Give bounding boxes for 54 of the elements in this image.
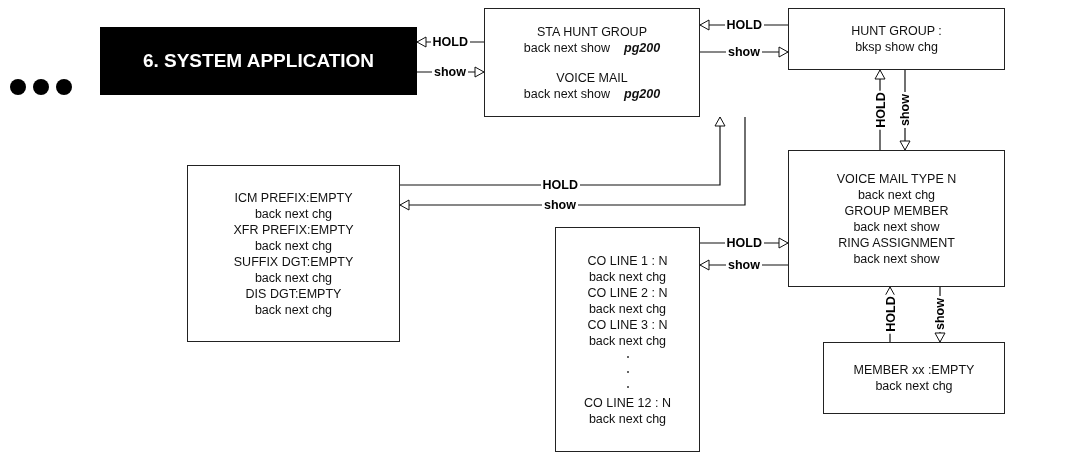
title-box [100, 27, 417, 95]
menu-box [788, 150, 1005, 287]
key-options: back next chg [254, 301, 333, 318]
menu-item: CO LINE 1 : N [587, 252, 668, 269]
key-options: back next chg [254, 269, 333, 286]
menu-item: STA HUNT GROUP [537, 23, 647, 40]
menu-item: CO LINE 3 : N [587, 316, 668, 333]
menu-item: SUFFIX DGT:EMPTY [233, 253, 354, 270]
edge-label: HOLD [430, 35, 470, 49]
menu-item: XFR PREFIX:EMPTY [233, 221, 354, 238]
title-text: 6. SYSTEM APPLICATION [142, 53, 375, 69]
edge-label: show [898, 92, 912, 128]
edge-label: HOLD [883, 294, 898, 334]
key-options: VOICE MAIL [556, 69, 628, 86]
menu-item: RING ASSIGNMENT [838, 234, 955, 251]
edge-label: show [726, 258, 762, 272]
menu-item: HUNT GROUP : [851, 23, 942, 39]
edge-label: HOLD [724, 236, 764, 250]
menu-item: ICM PREFIX:EMPTY [234, 189, 353, 206]
menu-box [823, 342, 1005, 414]
arrow [399, 116, 746, 211]
key-options: back next chg [588, 410, 667, 427]
page-ref: pg200 [624, 85, 661, 102]
menu-item: back next show [523, 85, 610, 102]
menu-box [555, 227, 700, 452]
key-options: back next chg [254, 237, 333, 254]
key-options: back next chg [857, 186, 936, 203]
edge-label: show [542, 198, 578, 212]
page-ref: pg200 [624, 39, 661, 56]
key-options: back next chg [875, 378, 953, 394]
menu-item: CO LINE 2 : N [587, 284, 668, 301]
edge-label: HOLD [724, 18, 764, 32]
key-options: bksp show chg [855, 39, 938, 55]
edge-label: show [933, 296, 947, 332]
edge-label: show [432, 65, 468, 79]
menu-item: GROUP MEMBER [844, 202, 949, 219]
key-options: back next chg [254, 205, 333, 222]
edge-label: show [726, 45, 762, 59]
edge-label: HOLD [873, 90, 888, 130]
key-options: back next show [523, 39, 610, 56]
menu-box [484, 8, 700, 117]
key-options: back next chg [588, 332, 667, 349]
menu-box [788, 8, 1005, 70]
key-options: back next chg [588, 268, 667, 285]
menu-item: VOICE MAIL TYPE N [836, 170, 957, 187]
menu-box [187, 165, 400, 342]
menu-item: MEMBER xx :EMPTY [853, 362, 975, 378]
menu-item: CO LINE 12 : N [584, 394, 671, 411]
key-options: back next chg [588, 300, 667, 317]
key-options: back next show [853, 218, 940, 235]
key-options: back next show [853, 250, 940, 267]
edge-label: HOLD [540, 178, 580, 192]
arrow [399, 116, 726, 186]
menu-item: DIS DGT:EMPTY [245, 285, 342, 302]
